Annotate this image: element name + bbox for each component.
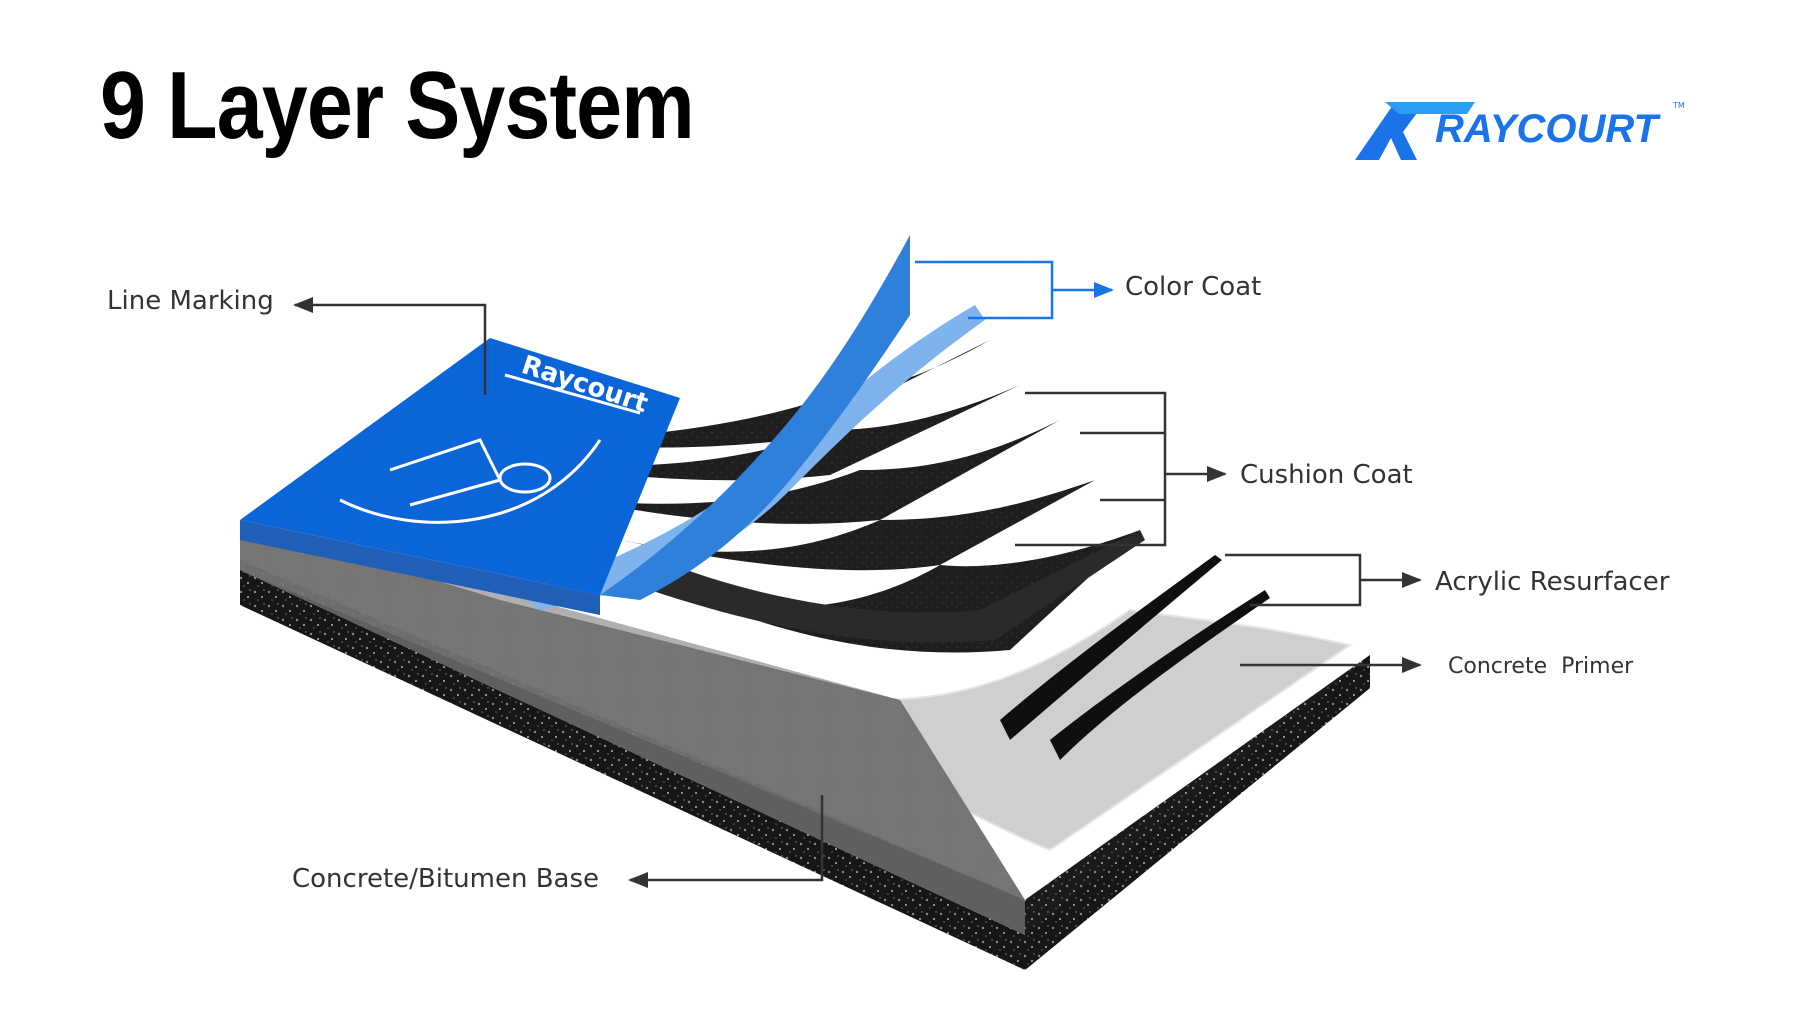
color-coat-leader <box>915 260 1114 320</box>
court-lines <box>339 373 641 524</box>
base-layer <box>240 525 1370 970</box>
acrylic-layers <box>1000 555 1270 760</box>
color-coat-sheet <box>520 305 985 610</box>
page-title: 9 Layer System <box>100 52 695 159</box>
leader-lines <box>293 297 1422 888</box>
label-cushion-coat: Cushion Coat <box>1240 460 1413 490</box>
label-color-coat: Color Coat <box>1125 272 1262 302</box>
label-line-marking: Line Marking <box>107 286 274 316</box>
logo-text: RAYCOURT <box>1435 107 1662 151</box>
label-acrylic-resurfacer: Acrylic Resurfacer <box>1435 567 1670 597</box>
raycourt-logo: RAYCOURT TM <box>1355 101 1685 160</box>
left-block-side <box>240 520 1025 900</box>
label-base: Concrete/Bitumen Base <box>292 864 600 894</box>
logo-tm: TM <box>1672 101 1685 110</box>
label-concrete-primer: Concrete Primer <box>1448 654 1634 679</box>
